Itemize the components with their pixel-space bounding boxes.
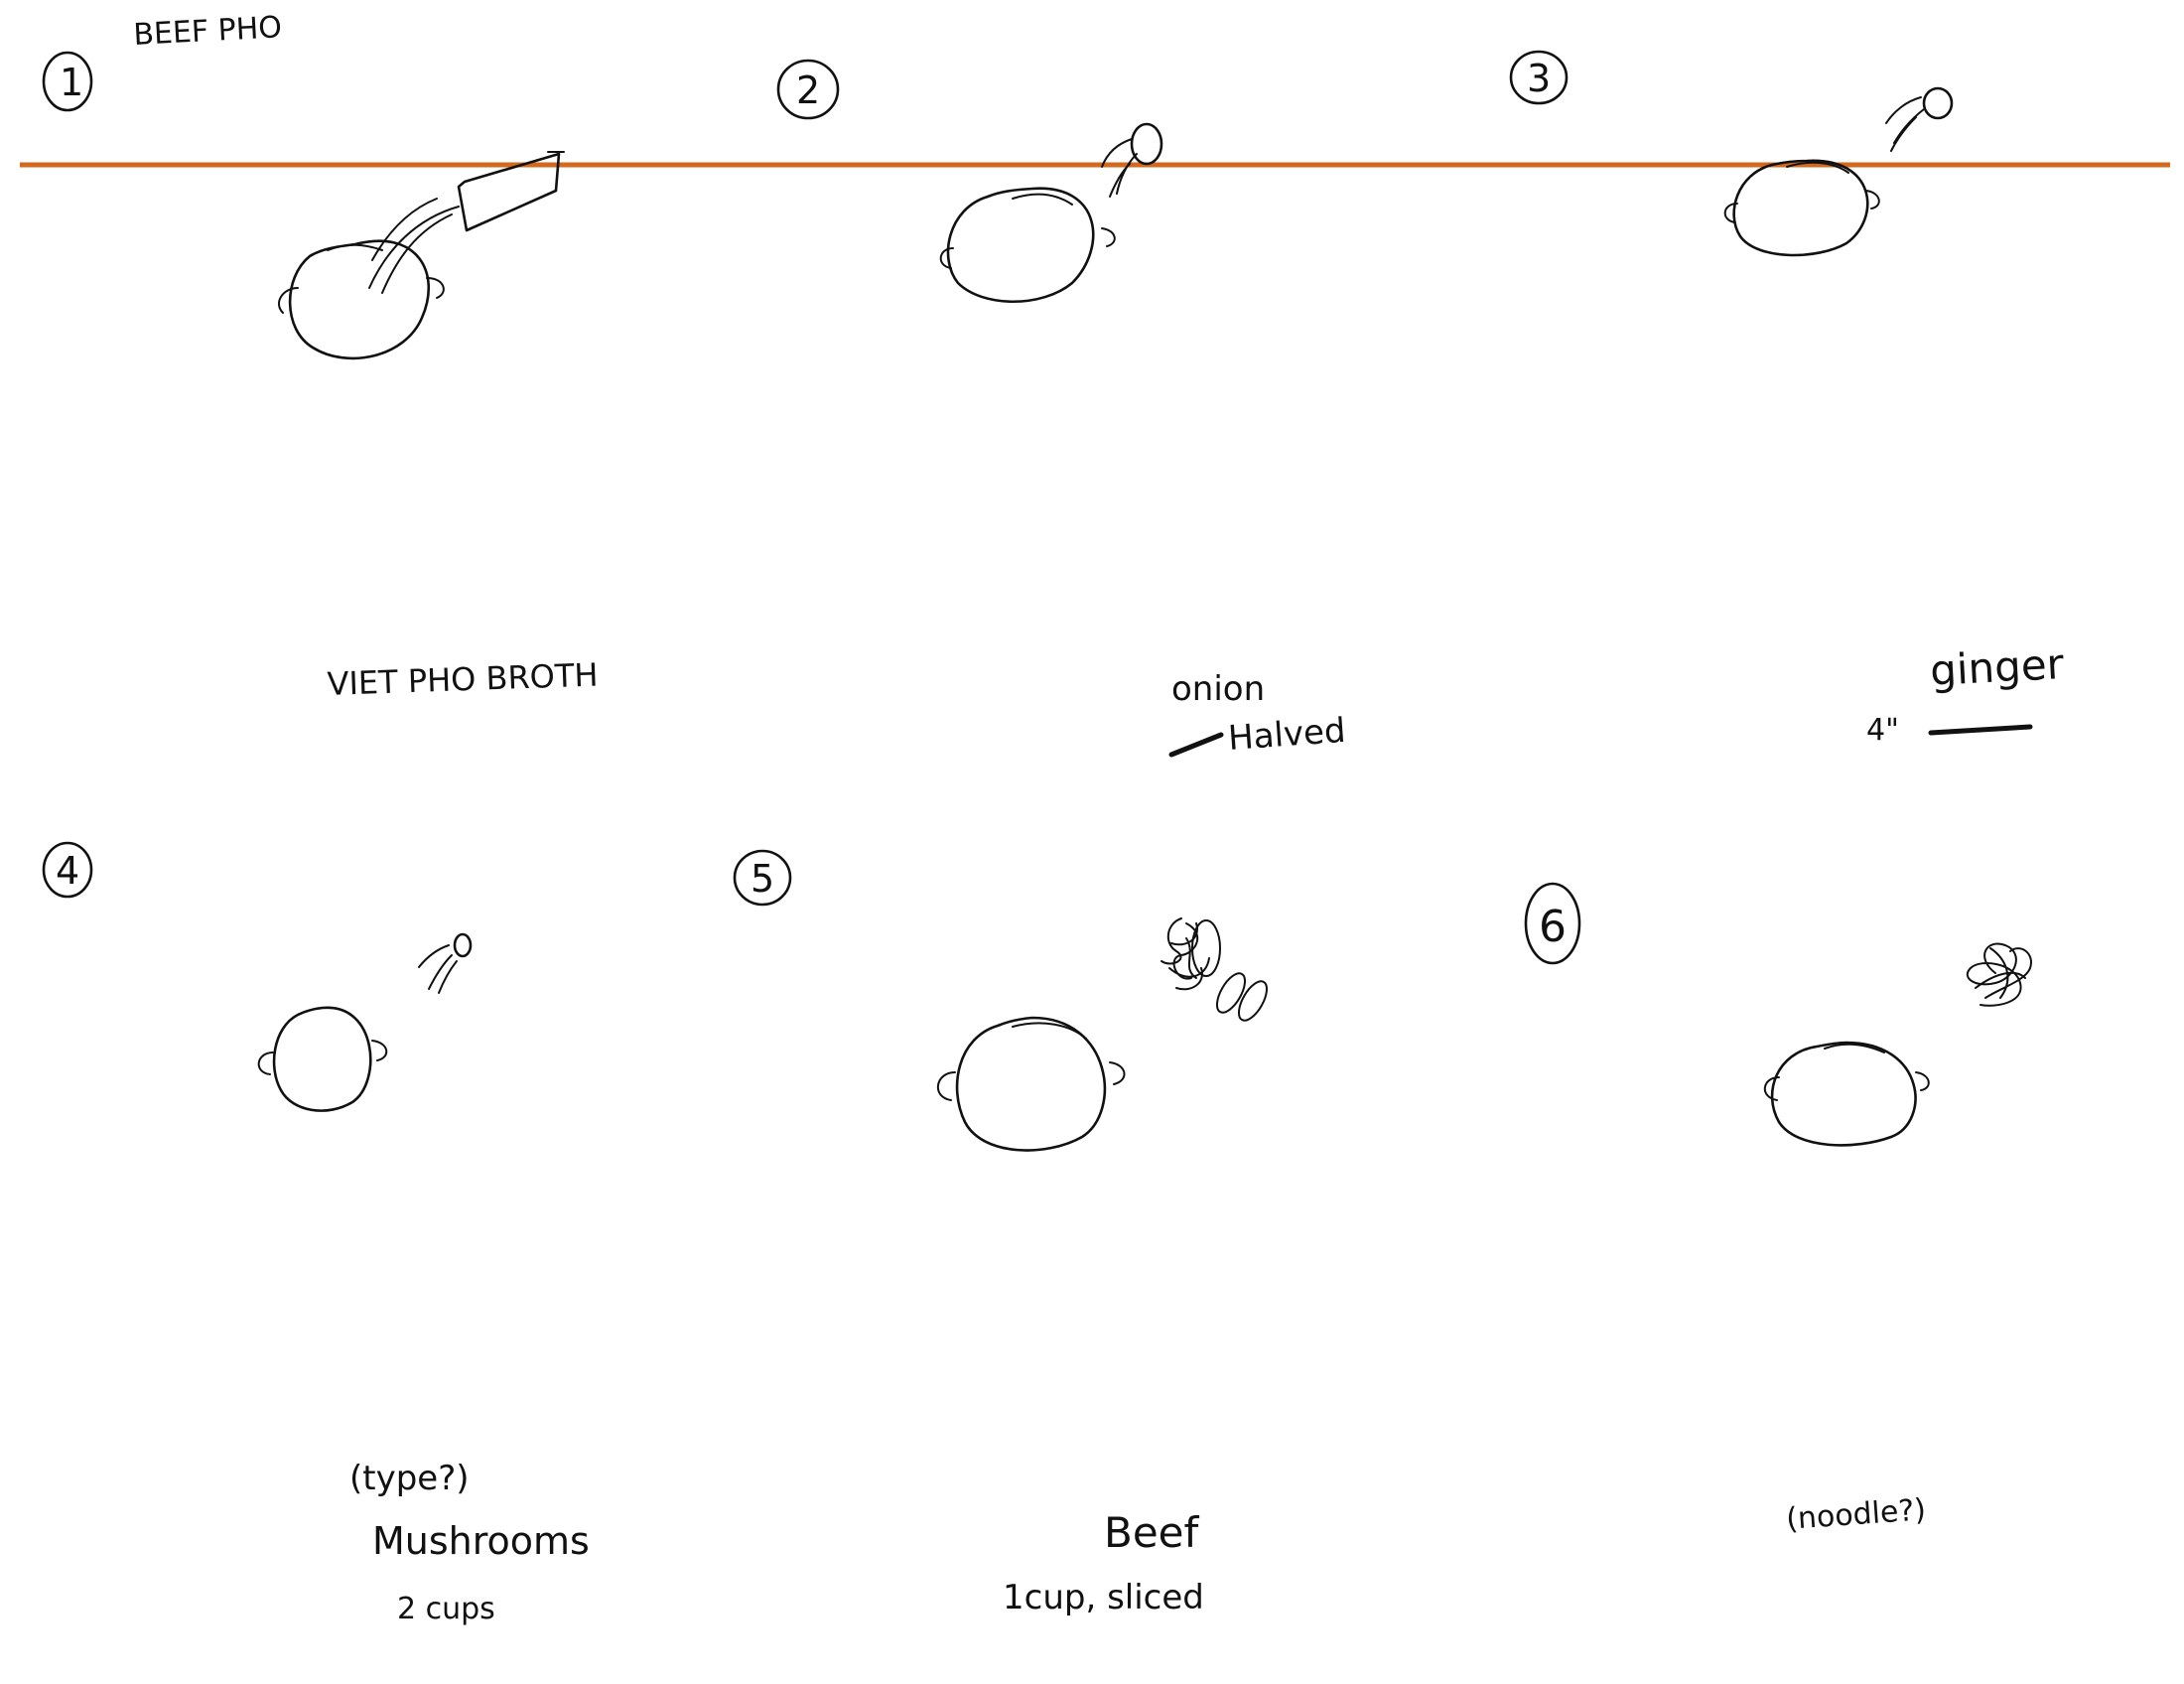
panel-4: 4 (type?) Mushrooms 2 cups <box>42 841 590 1626</box>
panel-6-label-line-1: (noodle?) <box>1785 1492 1927 1537</box>
panel-6-number: 6 <box>1539 902 1567 952</box>
panel-1-number: 1 <box>60 61 83 104</box>
panel-6-number-marker: 6 <box>1524 882 1581 965</box>
panel-5-label-line-2: 1cup, sliced <box>1003 1578 1204 1617</box>
panel-5-number: 5 <box>751 857 774 901</box>
panel-3-label-line-2: 4" <box>1866 713 1899 748</box>
ginger-icon <box>1885 86 1954 152</box>
panel-2-label-line-1: onion <box>1171 669 1265 709</box>
panel-1-number-marker: 1 <box>42 51 93 112</box>
panel-4-number: 4 <box>56 849 79 893</box>
panel-2-number: 2 <box>796 69 820 112</box>
pot-head-5 <box>936 1016 1126 1152</box>
broth-carton-icon <box>368 151 565 294</box>
panel-5-label-line-1: Beef <box>1104 1508 1199 1557</box>
panel-3-number-marker: 3 <box>1509 50 1569 105</box>
beef-slices-icon <box>1160 917 1268 1022</box>
panel-5: 5 Beef 1cup, sliced <box>733 849 1268 1617</box>
mushroom-icon <box>418 932 473 994</box>
noodle-tangle-icon <box>1966 942 2032 1007</box>
panel-3-label-line-1: ginger <box>1929 639 2066 695</box>
pot-head-2 <box>939 187 1116 304</box>
panel-5-number-marker: 5 <box>733 849 792 907</box>
panel-3-number: 3 <box>1527 57 1551 100</box>
onion-icon <box>1101 122 1163 198</box>
pot-head-1 <box>278 239 445 360</box>
storyboard-title: BEEF PHO <box>133 10 283 53</box>
panel-4-label-line-1: (type?) <box>349 1459 470 1498</box>
pot-head-4 <box>257 1006 388 1112</box>
panel-2-label-line-2: Halved <box>1227 711 1347 759</box>
panel-4-label-line-3: 2 cups <box>397 1592 495 1626</box>
pot-head-3 <box>1723 159 1880 257</box>
panel-4-label-line-2: Mushrooms <box>372 1519 590 1563</box>
panel-1-label-line-1: VIET PHO BROTH <box>327 655 599 703</box>
panel-2: 2 onion Halved <box>776 59 1347 759</box>
panel-4-number-marker: 4 <box>42 841 93 899</box>
panel-3: 3 ginger 4" <box>1509 50 2066 748</box>
panel-3-crossed-out <box>1928 724 2033 736</box>
panel-6: 6 (noodle?) <box>1524 882 2032 1537</box>
panel-1: 1 VIET PHO BROTH <box>42 51 599 703</box>
panel-2-crossed-out <box>1168 732 1224 758</box>
panel-2-number-marker: 2 <box>776 59 840 120</box>
pot-head-6 <box>1763 1041 1930 1147</box>
